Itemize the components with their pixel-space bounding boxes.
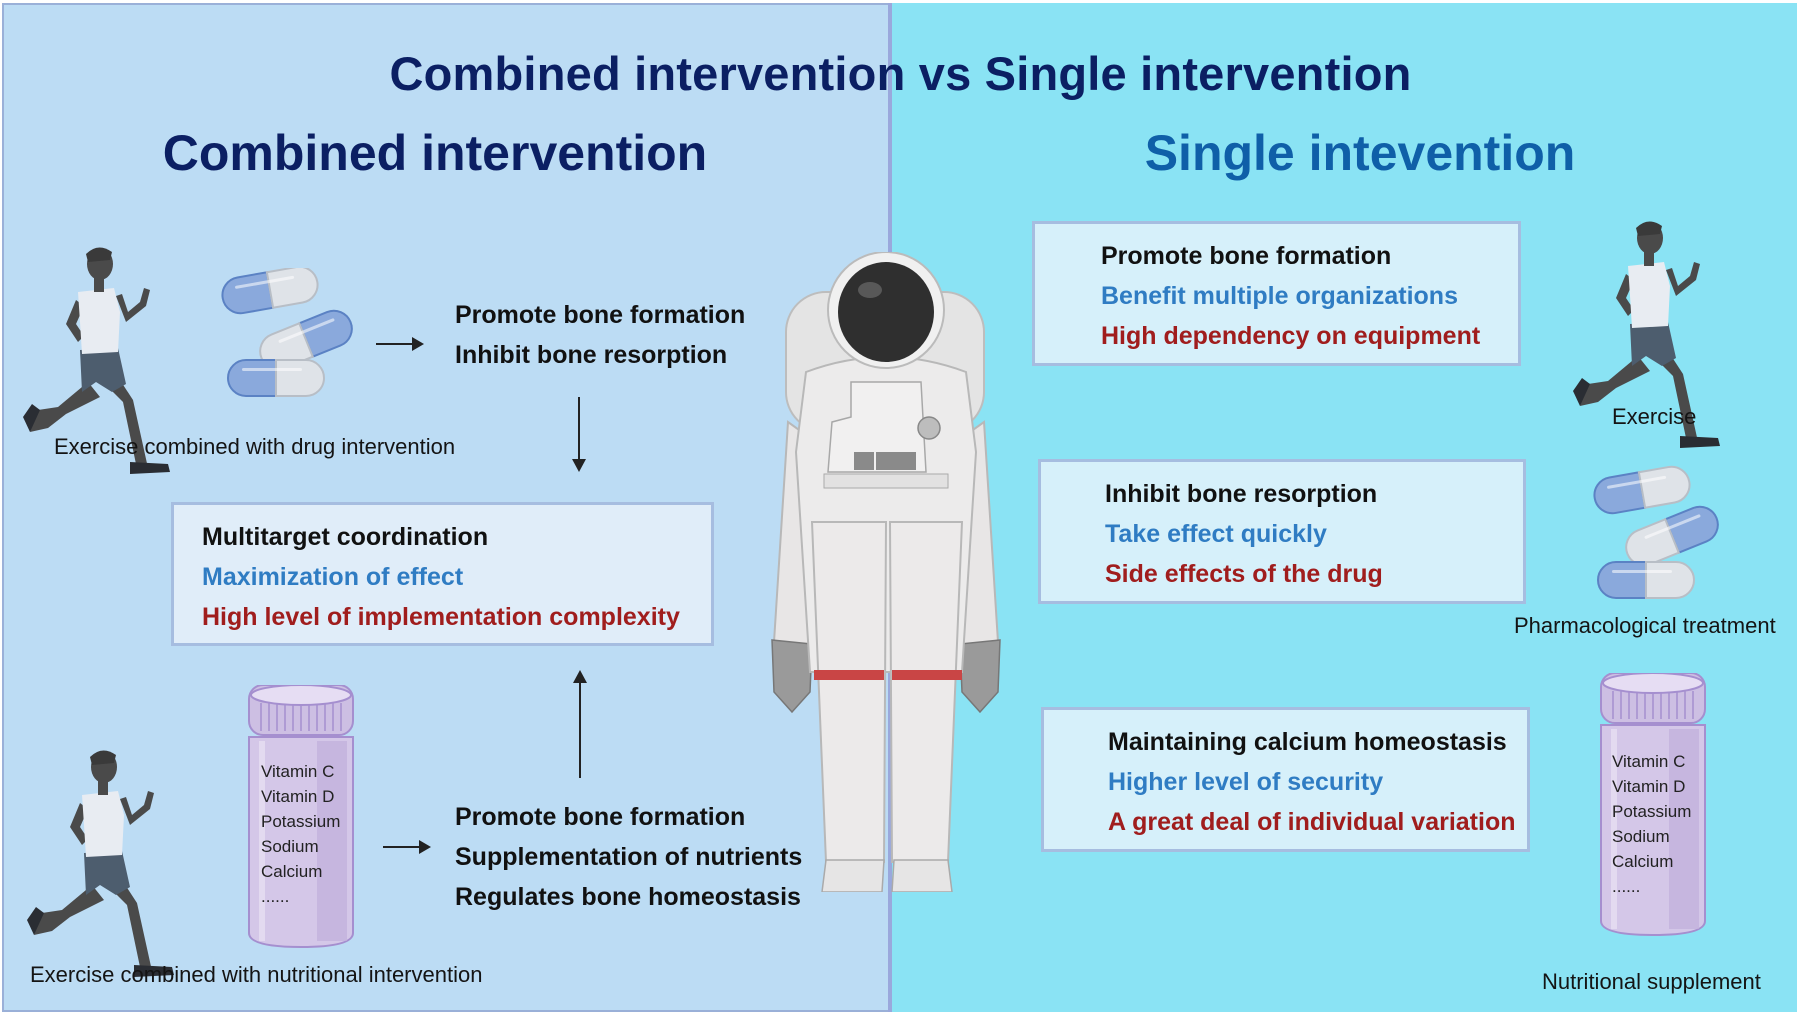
- nutrition-summary-box: Maintaining calcium homeostasis Higher l…: [1041, 707, 1530, 852]
- arrow-down-icon: [572, 397, 586, 472]
- bottle-item: Sodium: [261, 837, 319, 856]
- bottle-item: Potassium: [1612, 802, 1692, 821]
- nutrition-line-2: Higher level of security: [1108, 768, 1384, 796]
- exercise-summary-box: Promote bone formation Benefit multiple …: [1032, 221, 1521, 366]
- bottle-item: Potassium: [261, 812, 341, 831]
- drug-line-2: Take effect quickly: [1105, 520, 1327, 548]
- nutrition-effect-item: Supplementation of nutrients: [455, 843, 803, 871]
- drug-effects: Promote bone formation Inhibit bone reso…: [455, 295, 745, 375]
- arrow-up-icon: [573, 670, 587, 778]
- pharmacological-caption: Pharmacological treatment: [1514, 613, 1776, 638]
- exercise-caption: Exercise: [1612, 404, 1697, 429]
- bottle-item: Vitamin D: [1612, 777, 1686, 796]
- drug-summary-box: Inhibit bone resorption Take effect quic…: [1038, 459, 1526, 604]
- bottle-item: ......: [261, 887, 290, 906]
- main-title: Combined intervention vs Single interven…: [389, 47, 1412, 100]
- single-intervention-heading: Single intevention: [1144, 125, 1576, 181]
- drug-effect-item: Promote bone formation: [455, 301, 746, 329]
- arrow-right-icon: [376, 337, 424, 351]
- nutrition-line-3: A great deal of individual variation: [1108, 808, 1516, 836]
- drug-row-caption: Exercise combined with drug intervention: [54, 434, 456, 459]
- arrow-right-icon: [383, 840, 431, 854]
- bottle-item: Sodium: [1612, 827, 1670, 846]
- combined-summary-box: Multitarget coordination Maximization of…: [171, 502, 714, 646]
- summary-line-2: Maximization of effect: [202, 563, 464, 591]
- capsules-icon: [218, 268, 358, 397]
- capsules-icon: [1590, 464, 1725, 599]
- nutritional-caption: Nutritional supplement: [1542, 969, 1761, 994]
- drug-line-1: Inhibit bone resorption: [1105, 480, 1378, 508]
- bottle-item: Vitamin C: [1612, 752, 1686, 771]
- runner-icon: [27, 750, 174, 977]
- bottle-item: Vitamin D: [261, 787, 335, 806]
- astronaut-icon: [771, 252, 1001, 892]
- summary-line-3: High level of implementation complexity: [202, 603, 680, 631]
- summary-line-1: Multitarget coordination: [202, 523, 489, 551]
- bottle-item: Vitamin C: [261, 762, 335, 781]
- nutrition-effect-item: Regulates bone homeostasis: [455, 883, 801, 911]
- nutrition-effects: Promote bone formation Supplementation o…: [455, 797, 802, 917]
- combined-intervention-heading: Combined intervention: [162, 125, 708, 181]
- bottle-label: Vitamin C Vitamin D Potassium Sodium Cal…: [1612, 749, 1691, 899]
- bottle-item: ......: [1612, 877, 1641, 896]
- drug-line-3: Side effects of the drug: [1105, 560, 1383, 588]
- bottle-item: Calcium: [261, 862, 323, 881]
- nutrition-effect-item: Promote bone formation: [455, 803, 746, 831]
- nutrition-line-1: Maintaining calcium homeostasis: [1108, 728, 1507, 756]
- drug-effect-item: Inhibit bone resorption: [455, 341, 728, 369]
- bottle-label: Vitamin C Vitamin D Potassium Sodium Cal…: [261, 759, 340, 909]
- exercise-line-2: Benefit multiple organizations: [1101, 282, 1458, 310]
- bottle-item: Calcium: [1612, 852, 1674, 871]
- nutrition-row-caption: Exercise combined with nutritional inter…: [30, 962, 483, 987]
- exercise-line-3: High dependency on equipment: [1101, 322, 1481, 350]
- exercise-line-1: Promote bone formation: [1101, 242, 1392, 270]
